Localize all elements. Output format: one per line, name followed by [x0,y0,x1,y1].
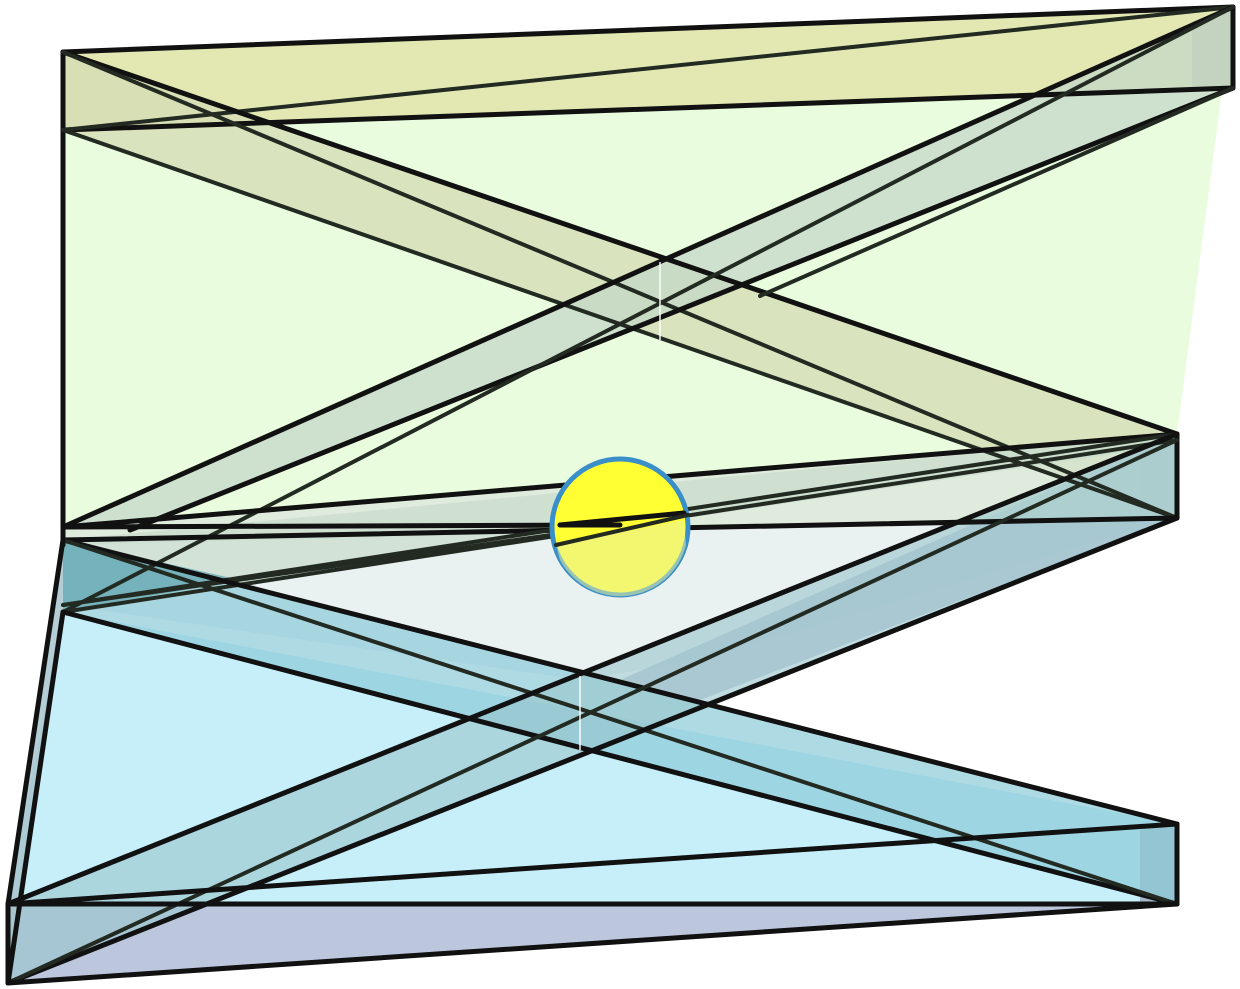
edges [5,4,1236,986]
edge [60,4,1236,530]
edge [60,4,1236,55]
edge [60,49,1180,437]
edge [61,50,1179,520]
edge [758,86,1235,298]
lower-left-band [8,540,63,983]
edge [5,609,66,986]
edge [5,431,1180,907]
edge [5,821,1180,907]
edge [5,537,66,907]
edge [61,523,622,607]
edge [60,609,1180,907]
edge [60,537,1180,827]
edge [127,85,1236,533]
edge [5,901,1180,986]
edge [61,5,1235,132]
edge [60,522,623,530]
lower-left-wedge [63,540,240,612]
sphere-icon [549,456,691,598]
edge [61,538,1179,906]
